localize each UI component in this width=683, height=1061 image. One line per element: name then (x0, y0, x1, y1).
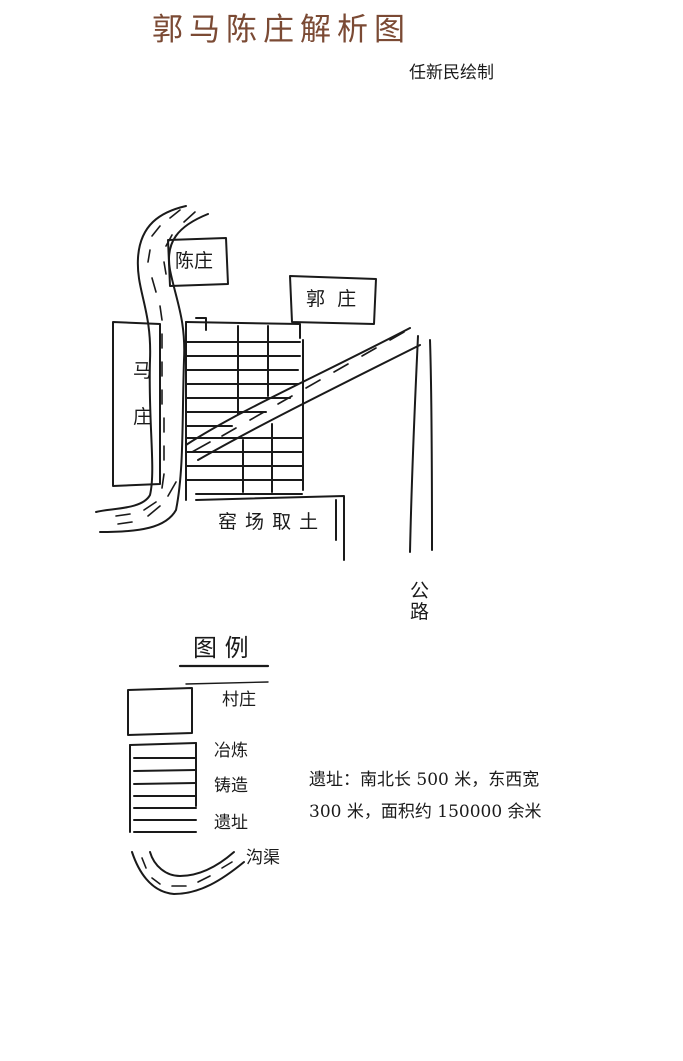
kiln-earth-label: 窑 场 取 土 (218, 511, 320, 533)
road-label-1: 公 (410, 580, 430, 602)
note-line-1: 遗址：南北长 500 米，东西宽 (309, 770, 540, 790)
legend-site-label-2: 铸造 (214, 776, 248, 796)
western-ditch (95, 205, 209, 533)
road-lines (409, 335, 433, 553)
legend-ditch (131, 851, 245, 895)
legend-title: 图 例 (193, 634, 249, 662)
road-label-2: 路 (410, 601, 430, 623)
author-credit: 任新民绘制 (409, 63, 494, 83)
note-line-2: 300 米，面积约 150000 余米 (309, 802, 542, 822)
site-grid-remains (185, 317, 345, 561)
ma-zhuang-village-box (112, 321, 161, 487)
map-title: 郭马陈庄解析图 (152, 12, 411, 48)
guo-zhuang-village-box (289, 275, 377, 325)
guo-zhuang-label: 郭 庄 (306, 288, 357, 310)
legend-site-label-3: 遗址 (214, 813, 248, 833)
legend-ditch-label: 沟渠 (246, 848, 280, 868)
legend-site-grid (129, 742, 197, 833)
site-dimension-note: 遗址：南北长 500 米，东西宽 300 米，面积约 150000 余米 (309, 764, 609, 828)
chen-zhuang-label: 陈庄 (175, 250, 214, 272)
legend-village-box (127, 687, 193, 736)
ma-zhuang-label-2: 庄 (133, 406, 153, 428)
legend-site-label-1: 冶炼 (214, 741, 248, 761)
legend-village-label: 村庄 (222, 690, 256, 710)
diagonal-ditch (185, 327, 421, 461)
ma-zhuang-label-1: 马 (133, 360, 153, 382)
